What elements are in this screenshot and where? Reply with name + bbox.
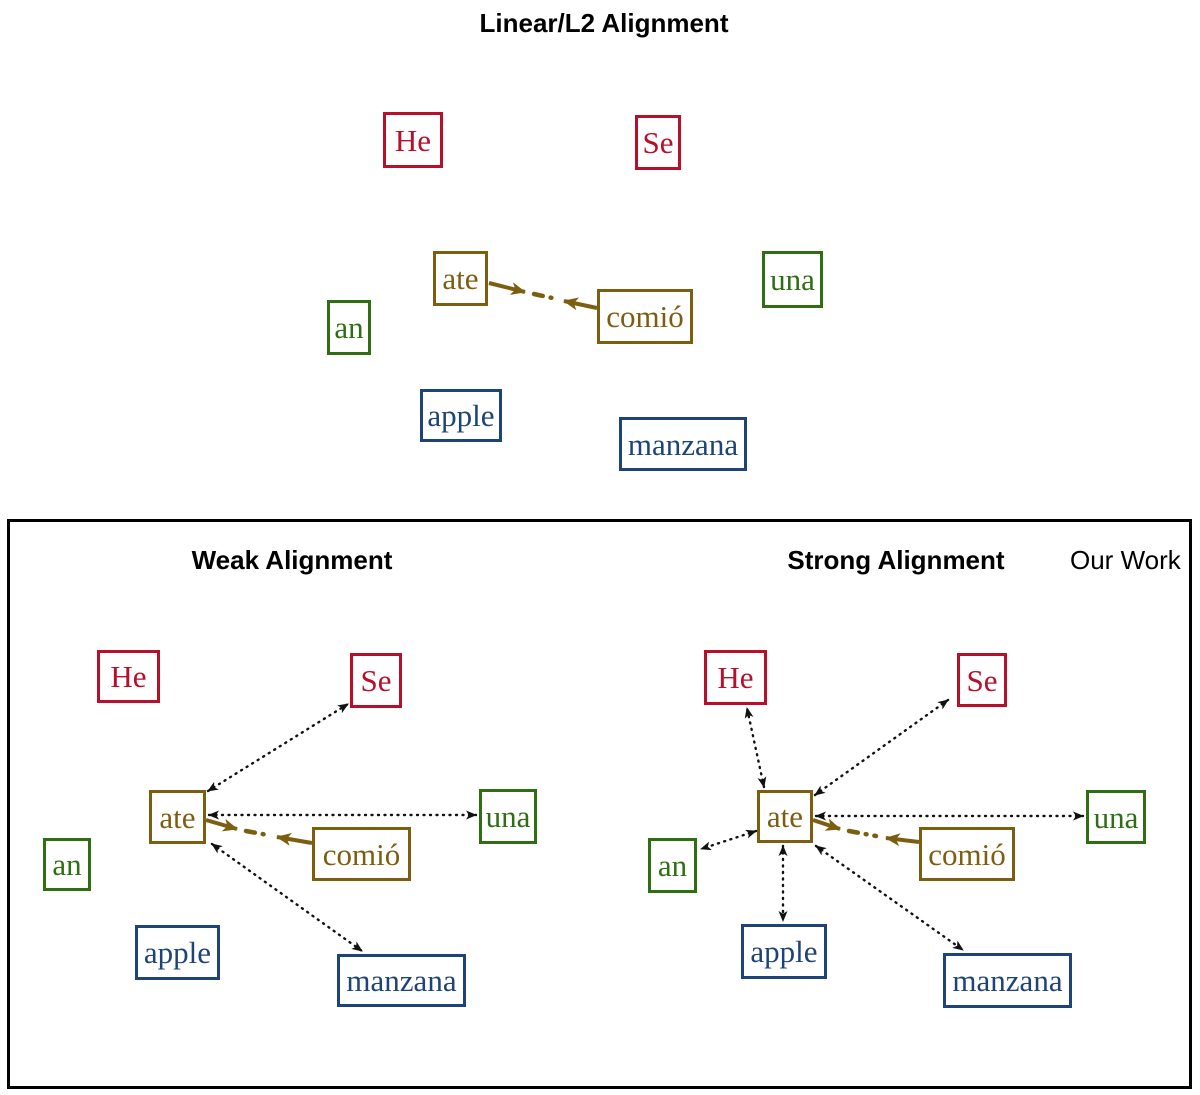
word-box-apple: apple	[420, 389, 502, 442]
word-box-he: He	[704, 650, 767, 705]
word-box-se: Se	[957, 653, 1007, 707]
word-box-ate: ate	[433, 251, 488, 306]
word-box-comio: comió	[312, 827, 411, 881]
our-work-label: Our Work	[1070, 545, 1181, 575]
word-box-he: He	[97, 650, 160, 703]
arrow-linear-ate-pull	[488, 281, 526, 295]
word-box-an: an	[43, 838, 91, 891]
linear-panel-title: Linear/L2 Alignment	[479, 8, 729, 38]
word-box-manzana: manzana	[943, 953, 1072, 1008]
word-box-manzana: manzana	[619, 417, 747, 471]
word-box-se: Se	[635, 115, 681, 170]
bottom-panels-frame	[7, 519, 1192, 1089]
weak-panel-title: Weak Alignment	[191, 545, 393, 575]
word-box-comio: comió	[597, 289, 693, 344]
word-box-apple: apple	[741, 924, 827, 979]
word-box-se: Se	[350, 653, 402, 708]
word-box-ate: ate	[757, 790, 813, 843]
strong-panel-title: Strong Alignment	[787, 545, 1005, 575]
word-box-una: una	[762, 251, 823, 308]
word-box-una: una	[479, 789, 537, 844]
word-box-comio: comió	[919, 827, 1015, 881]
arrow-linear-comio-pull	[563, 297, 598, 311]
word-box-ate: ate	[149, 790, 206, 844]
word-box-he: He	[383, 112, 443, 168]
word-box-an: an	[327, 300, 371, 355]
arrow-linear-pull-gap	[531, 291, 560, 302]
word-box-una: una	[1086, 790, 1146, 844]
word-box-an: an	[648, 838, 697, 893]
word-box-apple: apple	[135, 925, 220, 980]
word-box-manzana: manzana	[337, 954, 466, 1007]
